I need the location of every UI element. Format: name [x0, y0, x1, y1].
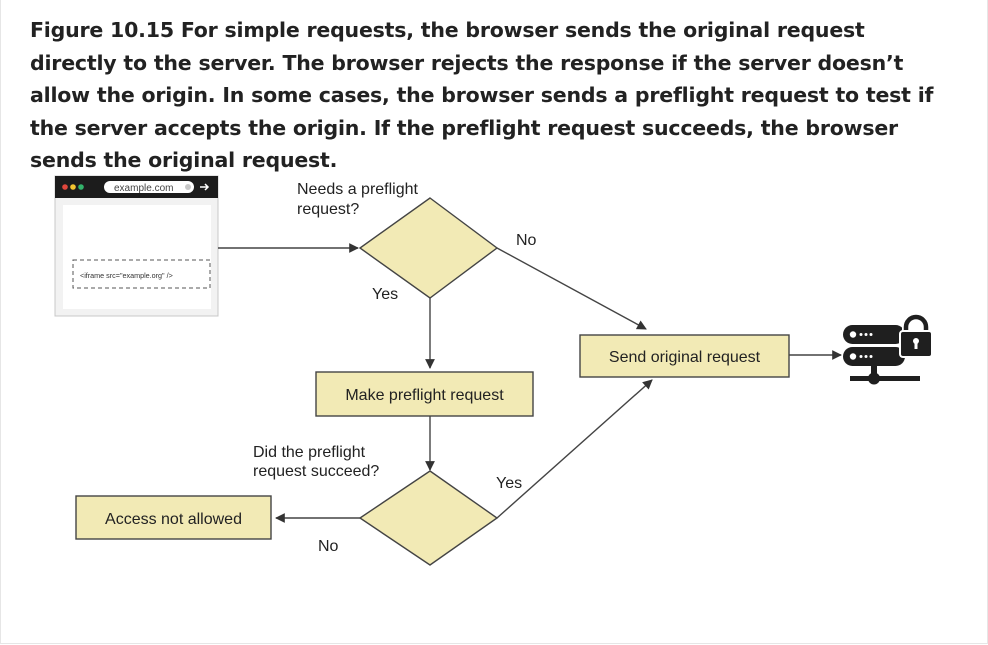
decision2-label-line1: Did the preflight: [253, 444, 366, 461]
go-arrow-icon: [200, 183, 210, 191]
yes-label-1: Yes: [372, 286, 398, 303]
server-lock-icon: [843, 313, 933, 385]
decision1-label-line2: request?: [297, 201, 359, 218]
window-maximize-dot: [78, 184, 84, 190]
access-denied-label: Access not allowed: [105, 511, 242, 528]
send-original-box: [579, 334, 790, 378]
browser-window-icon: example.com <iframe src="example.org" />: [54, 175, 219, 317]
figure-caption: Figure 10.15 For simple requests, the br…: [30, 18, 934, 172]
decision2-label-line2: request succeed?: [253, 463, 379, 480]
send-original-label: Send original request: [609, 349, 761, 366]
access-denied-box: [75, 495, 272, 540]
make-preflight-label: Make preflight request: [345, 387, 504, 404]
address-bar: [104, 181, 194, 193]
iframe-box: [72, 259, 211, 289]
decision1-label-line1: Needs a preflight: [297, 181, 419, 198]
no-label-1: No: [516, 232, 537, 249]
decision-preflight-succeeded: [358, 470, 499, 566]
arrow-yes-to-send: [496, 379, 653, 519]
url-text: example.com: [114, 183, 173, 194]
yes-label-2: Yes: [496, 475, 522, 492]
decision-needs-preflight: [358, 197, 499, 299]
iframe-code: <iframe src="example.org" />: [80, 271, 173, 280]
arrow-no-to-send: [496, 247, 647, 330]
no-label-2: No: [318, 538, 339, 555]
window-close-dot: [62, 184, 68, 190]
make-preflight-box: [315, 371, 534, 417]
window-minimize-dot: [70, 184, 76, 190]
